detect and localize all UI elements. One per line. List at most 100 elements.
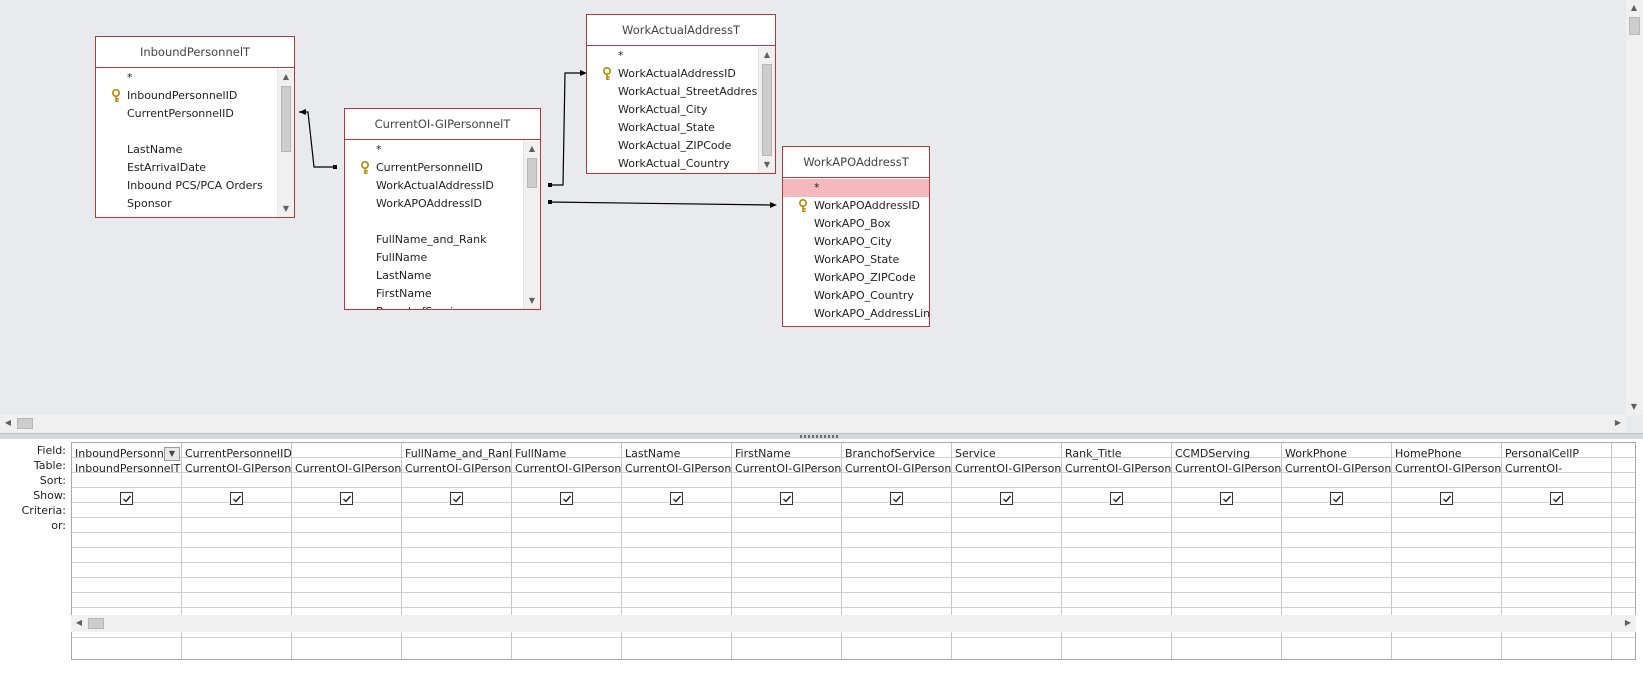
field-item[interactable]: FirstName bbox=[345, 285, 523, 303]
criteria-cell[interactable] bbox=[1392, 506, 1501, 521]
criteria-cell[interactable] bbox=[1062, 506, 1171, 521]
field-item[interactable]: WorkAPOAddressID bbox=[345, 195, 523, 213]
field-item[interactable]: Rank_Liaison_Sponsor bbox=[96, 213, 277, 217]
or-cell[interactable] bbox=[72, 521, 181, 536]
table-currentoi-gipersonnel[interactable]: CurrentOI-GIPersonnelT *CurrentPersonnel… bbox=[344, 108, 541, 310]
field-cell[interactable]: Service bbox=[952, 446, 1061, 461]
checkbox-checked-icon[interactable] bbox=[120, 492, 133, 505]
criteria-cell[interactable] bbox=[1172, 506, 1281, 521]
table-cell[interactable]: CurrentOI-GIPersonne bbox=[1062, 461, 1171, 476]
or-cell[interactable] bbox=[182, 521, 291, 536]
table-cell[interactable]: CurrentOI-GIPersonne bbox=[622, 461, 731, 476]
field-cell[interactable]: InboundPersonne bbox=[72, 446, 163, 461]
scroll-up-arrow-icon[interactable]: ▲ bbox=[759, 47, 775, 63]
or-cell[interactable] bbox=[1062, 521, 1171, 536]
or-cell[interactable] bbox=[402, 521, 511, 536]
field-item[interactable]: WorkActual_State bbox=[587, 119, 758, 137]
criteria-cell[interactable] bbox=[512, 506, 621, 521]
field-list[interactable]: *InboundPersonnelIDCurrentPersonnelIDLas… bbox=[96, 69, 277, 217]
checkbox-checked-icon[interactable] bbox=[780, 492, 793, 505]
field-cell[interactable]: FullName bbox=[512, 446, 621, 461]
field-cell[interactable]: HomePhone bbox=[1392, 446, 1501, 461]
field-item[interactable]: * bbox=[96, 69, 277, 87]
sort-cell[interactable] bbox=[1062, 476, 1171, 491]
sort-cell[interactable] bbox=[1502, 476, 1611, 491]
sort-cell[interactable] bbox=[402, 476, 511, 491]
table-cell[interactable]: InboundPersonnelT bbox=[72, 461, 181, 476]
field-item-primary-key[interactable]: WorkActualAddressID bbox=[587, 65, 758, 83]
table-cell[interactable]: CurrentOI-GIPersonne bbox=[1282, 461, 1391, 476]
table-cell[interactable]: CurrentOI-GIPersonne bbox=[1392, 461, 1501, 476]
table-cell[interactable]: CurrentOI-GIPersonne bbox=[292, 461, 401, 476]
scroll-right-arrow-icon[interactable]: ▶ bbox=[1620, 615, 1636, 631]
table-cell[interactable]: CurrentOI-GIPersonne bbox=[512, 461, 621, 476]
scroll-up-arrow-icon[interactable]: ▲ bbox=[524, 141, 540, 157]
field-item[interactable]: WorkAPO_State bbox=[783, 251, 929, 269]
field-item[interactable]: CurrentPersonnelID bbox=[96, 105, 277, 123]
checkbox-checked-icon[interactable] bbox=[890, 492, 903, 505]
field-list[interactable]: *WorkAPOAddressIDWorkAPO_BoxWorkAPO_City… bbox=[783, 179, 929, 326]
field-cell[interactable] bbox=[292, 446, 401, 461]
field-item[interactable]: WorkAPO_AddressLine bbox=[783, 305, 929, 323]
grid-horizontal-scrollbar[interactable]: ◀ ▶ bbox=[71, 615, 1636, 632]
scroll-down-arrow-icon[interactable]: ▼ bbox=[278, 201, 294, 217]
field-cell[interactable]: LastName bbox=[622, 446, 731, 461]
scroll-up-arrow-icon[interactable]: ▲ bbox=[278, 69, 294, 85]
or-cell[interactable] bbox=[622, 521, 731, 536]
scroll-up-arrow-icon[interactable]: ▲ bbox=[1626, 0, 1642, 16]
or-cell[interactable] bbox=[512, 521, 621, 536]
criteria-cell[interactable] bbox=[402, 506, 511, 521]
scroll-left-arrow-icon[interactable]: ◀ bbox=[71, 615, 87, 631]
field-cell[interactable]: BranchofService bbox=[842, 446, 951, 461]
field-list[interactable]: *CurrentPersonnelIDWorkActualAddressIDWo… bbox=[345, 141, 523, 309]
field-item[interactable]: * bbox=[345, 141, 523, 159]
table-cell[interactable]: CurrentOI-GIPersonne bbox=[182, 461, 291, 476]
vertical-scrollbar[interactable]: ▲ ▼ bbox=[758, 47, 775, 173]
table-cell[interactable]: CurrentOI-GIPersonne bbox=[402, 461, 511, 476]
query-diagram-pane[interactable]: InboundPersonnelT *InboundPersonnelIDCur… bbox=[0, 0, 1643, 433]
field-item[interactable]: FullName bbox=[345, 249, 523, 267]
checkbox-checked-icon[interactable] bbox=[1440, 492, 1453, 505]
field-item[interactable]: Inbound PCS/PCA Orders bbox=[96, 177, 277, 195]
vertical-scrollbar[interactable]: ▲ ▼ bbox=[523, 141, 540, 309]
checkbox-checked-icon[interactable] bbox=[1550, 492, 1563, 505]
table-cell[interactable]: CurrentOI-GIPersonne bbox=[1172, 461, 1281, 476]
scrollbar-thumb[interactable] bbox=[1629, 17, 1640, 35]
field-item[interactable] bbox=[345, 213, 523, 231]
field-item[interactable]: EstArrivalDate bbox=[96, 159, 277, 177]
table-workactualaddress[interactable]: WorkActualAddressT *WorkActualAddressIDW… bbox=[586, 14, 776, 174]
field-cell[interactable]: FullName_and_Rank bbox=[402, 446, 511, 461]
or-cell[interactable] bbox=[732, 521, 841, 536]
field-item[interactable] bbox=[96, 123, 277, 141]
criteria-cell[interactable] bbox=[1282, 506, 1391, 521]
field-item[interactable]: WorkActual_Country bbox=[587, 155, 758, 173]
table-cell[interactable]: CurrentOI-GIPersonne bbox=[842, 461, 951, 476]
scrollbar-thumb[interactable] bbox=[17, 418, 33, 429]
checkbox-checked-icon[interactable] bbox=[1220, 492, 1233, 505]
sort-cell[interactable] bbox=[732, 476, 841, 491]
field-item[interactable]: LastName bbox=[345, 267, 523, 285]
table-cell[interactable]: CurrentOI-GIPersonne bbox=[732, 461, 841, 476]
or-cell[interactable] bbox=[842, 521, 951, 536]
table-workapoaddress[interactable]: WorkAPOAddressT *WorkAPOAddressIDWorkAPO… bbox=[782, 146, 930, 327]
scroll-down-arrow-icon[interactable]: ▼ bbox=[759, 157, 775, 173]
field-cell[interactable]: FirstName bbox=[732, 446, 841, 461]
checkbox-checked-icon[interactable] bbox=[1330, 492, 1343, 505]
field-cell[interactable]: PersonalCellP bbox=[1502, 446, 1611, 461]
criteria-cell[interactable] bbox=[732, 506, 841, 521]
field-cell[interactable]: CCMDServing bbox=[1172, 446, 1281, 461]
criteria-cell[interactable] bbox=[842, 506, 951, 521]
sort-cell[interactable] bbox=[952, 476, 1061, 491]
checkbox-checked-icon[interactable] bbox=[1110, 492, 1123, 505]
field-item[interactable]: LastName bbox=[96, 141, 277, 159]
sort-cell[interactable] bbox=[622, 476, 731, 491]
field-item-primary-key[interactable]: WorkAPOAddressID bbox=[783, 197, 929, 215]
field-item[interactable]: WorkActual_StreetAddress bbox=[587, 83, 758, 101]
criteria-cell[interactable] bbox=[182, 506, 291, 521]
criteria-cell[interactable] bbox=[1502, 506, 1611, 521]
field-item[interactable]: WorkAPO_Country bbox=[783, 287, 929, 305]
table-inboundpersonnel[interactable]: InboundPersonnelT *InboundPersonnelIDCur… bbox=[95, 36, 295, 218]
sort-cell[interactable] bbox=[842, 476, 951, 491]
query-design-grid-pane[interactable]: Field: Table: Sort: Show: Criteria: or: … bbox=[0, 439, 1643, 674]
criteria-cell[interactable] bbox=[292, 506, 401, 521]
